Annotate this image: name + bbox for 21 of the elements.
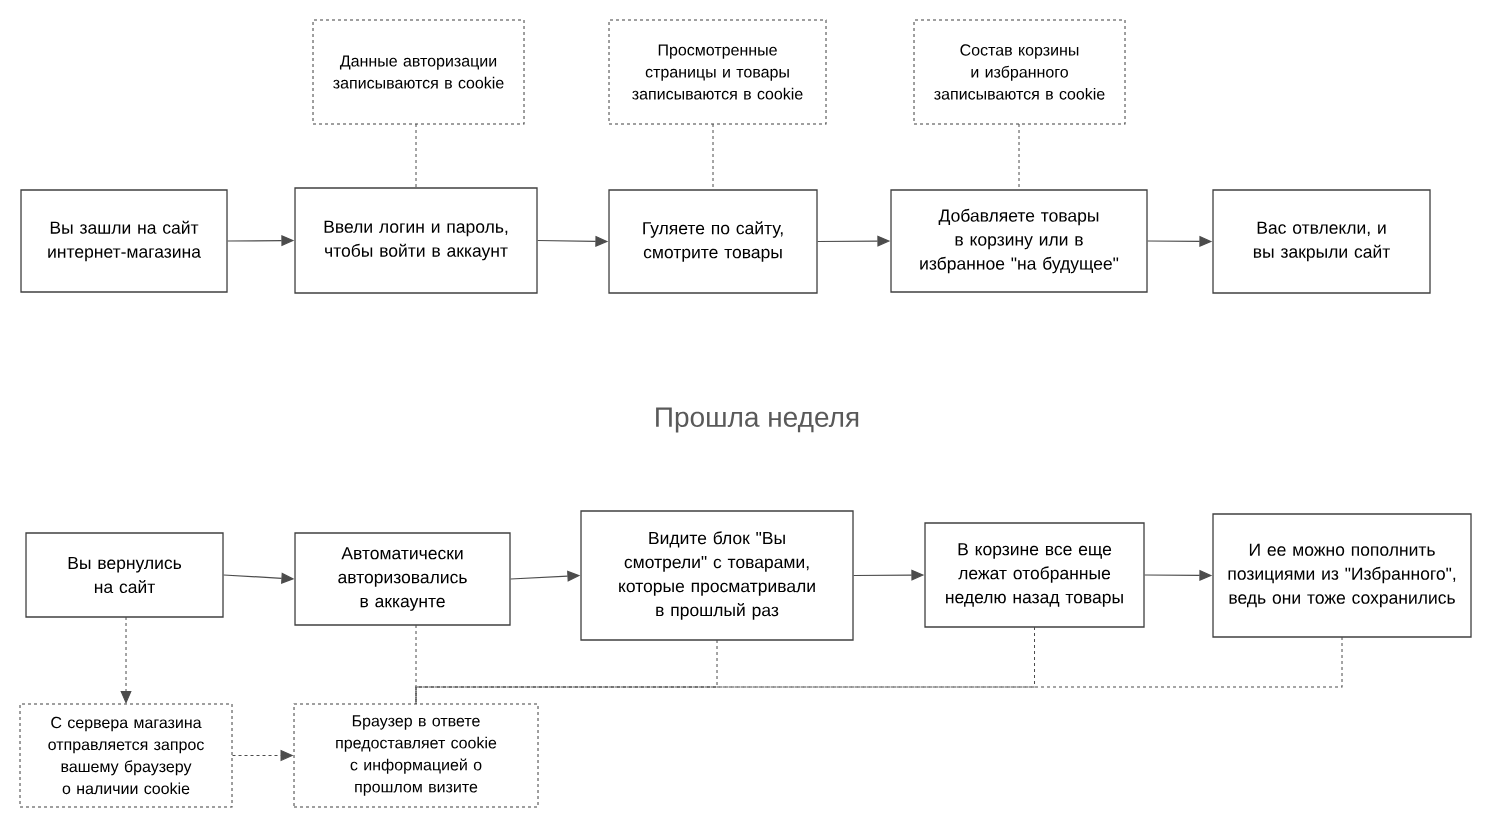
note-box: Браузер в ответе предоставляет cookie с информацией о прошлом визите: [293, 703, 539, 808]
connector: [415, 626, 1035, 705]
process-box: Вы вернулись на сайт: [25, 532, 224, 618]
note-box: Состав корзины и избранного записываются в cookie: [913, 19, 1126, 125]
note-box: С сервера магазина отправляется запрос вашему браузеру о наличии cookie: [19, 703, 233, 808]
process-box: Видите блок "Вы смотрели" с товарами, которые просматривали в прошлый раз: [580, 510, 854, 641]
connector: [232, 750, 293, 761]
note-box: Просмотренные страницы и товары записываются в cookie: [608, 19, 827, 125]
process-box: Ввели логин и пароль, чтобы войти в аккаунт: [294, 187, 538, 294]
process-box: Гуляете по сайту, смотрите товары: [608, 189, 818, 294]
process-box: И ее можно пополнить позициями из "Избранного", ведь они тоже сохранились: [1212, 513, 1472, 638]
section-heading: Прошла неделя: [656, 407, 859, 433]
connector: [120, 616, 132, 704]
note-box: Данные авторизации записываются в cookie: [312, 19, 525, 125]
connector: [415, 636, 1343, 705]
process-box: В корзине все еще лежат отобранные неделю назад товары: [924, 522, 1145, 628]
process-box: Вы зашли на сайт интернет-магазина: [20, 189, 228, 293]
process-box: Добавляете товары в корзину или в избранное "на будущее": [890, 189, 1148, 293]
process-box: Вас отвлекли, и вы закрыли сайт: [1212, 189, 1431, 294]
connector: [415, 123, 417, 189]
process-box: Автоматически авторизовались в аккаунте: [294, 532, 511, 626]
